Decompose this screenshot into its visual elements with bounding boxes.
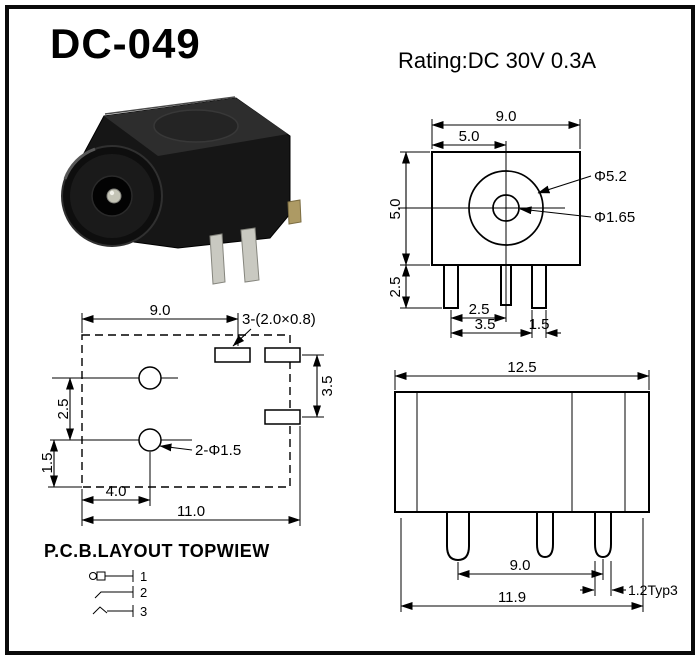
dim-label-front-pin-pitch: 2.5 [469,301,490,318]
side-view-body-outline [394,391,650,513]
solder-pad-1 [214,347,251,363]
dim-edge-offset: 1.5 [40,439,82,488]
mounting-holes [138,366,162,452]
pin1-symbol [89,570,134,582]
solder-leg-2 [209,233,226,285]
label-outer-diameter: Φ5.2 [594,168,627,185]
pin2-symbol [94,586,134,599]
pcb-layout-drawing: 9.0 3-(2.0×0.8) 3.5 2.5 1.5 2-Φ1.5 [40,302,336,526]
dim-pcb-width: 9.0 [81,302,239,346]
solder-leg-1 [240,227,260,283]
dim-hole-x: 4.0 [81,452,151,526]
part-number-title: DC-049 [50,20,201,67]
center-pin-highlight [109,190,115,196]
callout-inner-diameter: Φ1.65 [519,206,635,226]
dim-front-pin-span: 3.5 [450,310,547,338]
dim-pcb-total-width: 11.0 [81,426,301,526]
dim-label-front-half-width: 5.0 [459,128,480,145]
dim-front-pin-offset: 1.5 [529,316,561,337]
dim-hole-pitch: 2.5 [55,377,74,441]
mounting-hole-1 [138,366,162,390]
product-photo [61,96,302,285]
dim-label-pcb-width: 9.0 [150,302,171,319]
dim-label-front-height: 5.0 [387,199,404,220]
dim-label-pcb-total-width: 11.0 [177,503,205,520]
front-view-centerlines [398,141,565,313]
center-pin-hole-circle [492,194,520,222]
callout-outer-diameter: Φ5.2 [537,168,627,194]
dim-pad-spacing: 3.5 [302,354,336,418]
dim-front-total-width: 9.0 [431,108,581,149]
side-view-body-segments [416,392,626,512]
dim-label-hole-pitch: 2.5 [55,399,72,420]
label-pad-size: 3-(2.0×0.8) [242,311,316,328]
dim-front-height: 5.0 [387,151,430,266]
rating-text: Rating:DC 30V 0.3A [398,48,597,73]
front-pin-center [500,264,512,306]
dim-side-bottom-width: 11.9 [400,518,644,612]
side-view-pins [446,512,612,562]
mold-mark [153,109,239,143]
pin1-number: 1 [140,569,147,584]
dim-pin-diameter: 1.2Typ3 [580,561,678,598]
dim-front-half-width: 5.0 [431,128,507,149]
dim-label-front-pin-span: 3.5 [475,316,496,333]
dim-label-side-top-width: 12.5 [507,360,536,376]
solder-pad-2 [264,347,301,363]
dim-side-pin-span: 9.0 [457,557,604,580]
dim-label-front-pin-length: 2.5 [387,277,404,298]
solder-pad-3 [264,409,301,425]
pcb-layout-caption: P.C.B.LAYOUT TOPWIEW [44,541,270,561]
front-view-drawing: 9.0 5.0 5.0 2.5 2.5 3.5 [387,108,635,338]
dim-label-side-bottom-width: 11.9 [498,589,526,606]
dim-label-side-pin-span: 9.0 [510,557,531,574]
pcb-body-outline [81,334,291,488]
dim-label-front-pin-offset: 1.5 [529,316,550,333]
front-view-pins [443,264,547,309]
callout-pads: 3-(2.0×0.8) [232,311,316,347]
center-pin [106,188,122,204]
dim-label-edge-offset: 1.5 [40,453,56,474]
bushing-circle [468,170,544,246]
front-pin-right [531,264,547,309]
pin3-symbol [92,605,134,617]
dim-label-hole-x: 4.0 [106,483,127,500]
callout-holes: 2-Φ1.5 [159,442,241,459]
dim-label-front-total-width: 9.0 [496,108,517,125]
top-edge-highlight [104,96,236,115]
side-pin-left [446,512,470,562]
side-pin-middle [536,512,554,559]
pin2-number: 2 [140,585,147,600]
dim-front-pin-length: 2.5 [387,264,442,309]
label-hole-size: 2-Φ1.5 [195,442,241,459]
mounting-hole-2 [138,428,162,452]
side-view-drawing: 12.5 9.0 1.2Typ3 11.9 [394,360,678,612]
dim-side-top-width: 12.5 [394,360,650,390]
dim-front-pin-pitch: 2.5 [450,301,507,338]
pin3-number: 3 [140,604,147,619]
label-inner-diameter: Φ1.65 [594,209,635,226]
solder-pads [214,347,301,425]
barrel-rim-highlight [63,147,96,180]
front-pin-left [443,264,459,309]
side-pin-right [594,512,612,559]
dim-label-pin-diameter: 1.2Typ3 [628,582,678,598]
pin-legend: 1 2 3 [89,569,147,619]
gold-contact-tab [287,199,302,225]
dim-label-pad-spacing: 3.5 [319,376,336,397]
